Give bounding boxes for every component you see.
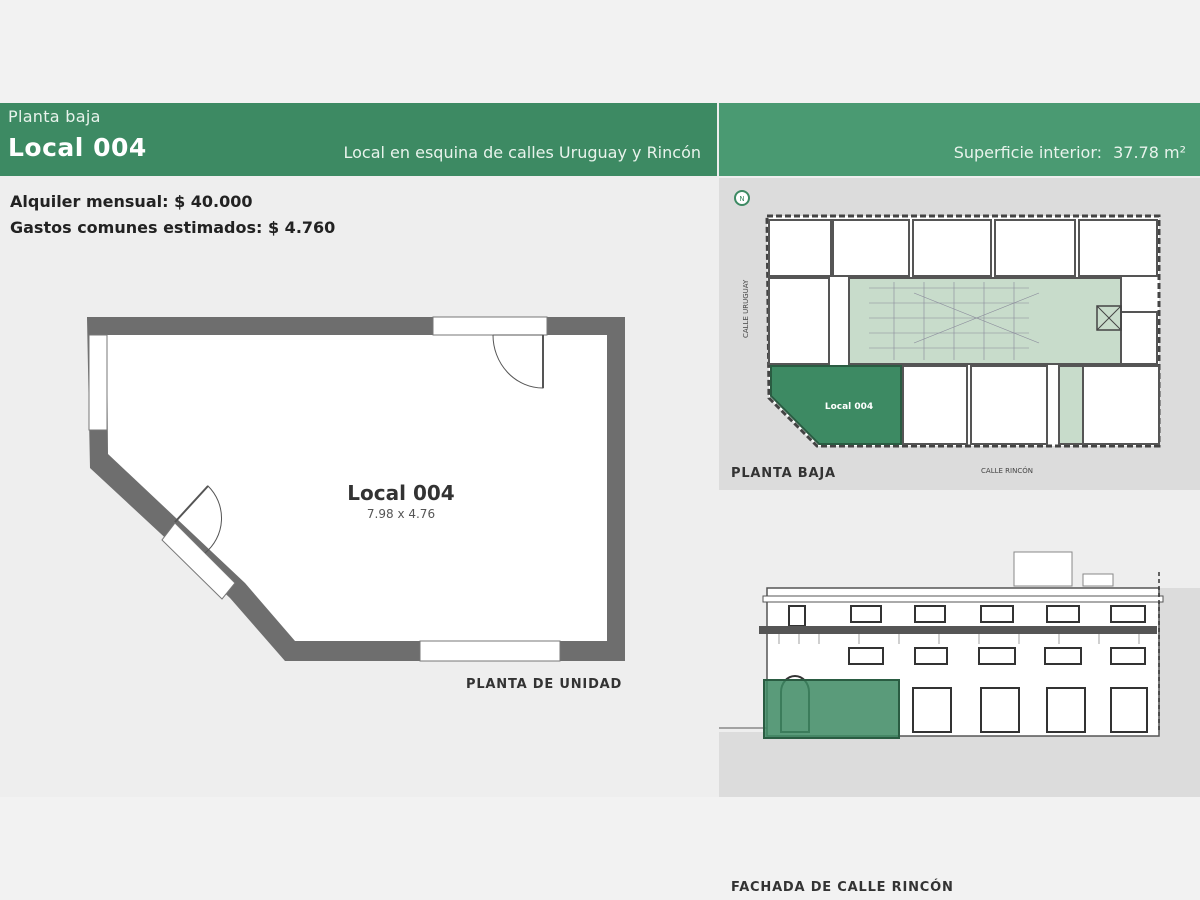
monthly-rent: Alquiler mensual: $ 40.000 — [10, 192, 253, 211]
site-plan-highlight — [770, 365, 902, 445]
site-plan-unit-label: Local 004 — [825, 402, 873, 412]
level-label: Planta baja — [8, 107, 101, 126]
street-rincon: CALLE RINCÓN — [981, 466, 1033, 475]
site-plan-caption: PLANTA BAJA — [731, 466, 836, 481]
unit-plan-caption: PLANTA DE UNIDAD — [466, 677, 623, 692]
unit-floor — [107, 335, 607, 641]
area-value: 37.78 m² — [1113, 143, 1186, 162]
facade-panel: FACHADA DE CALLE RINCÓN — [719, 492, 1200, 895]
facade-highlight — [763, 679, 900, 739]
north-arrow-icon — [734, 190, 750, 206]
unit-floor-plan: Local 004 7.98 x 4.76 — [87, 316, 625, 662]
unit-plan-dimensions: 7.98 x 4.76 — [367, 507, 435, 521]
unit-plan-label: Local 004 — [347, 481, 454, 505]
common-expenses: Gastos comunes estimados: $ 4.760 — [10, 218, 336, 237]
floor-plan-sheet: Planta baja Local 004 Local en esquina d… — [0, 103, 1200, 895]
facade-drawing — [719, 551, 1200, 797]
north-label: N — [739, 195, 744, 203]
site-plan-panel: Local 004 N CALLE URUGUAY CALLE RINCÓN P… — [719, 178, 1200, 490]
street-uruguay: CALLE URUGUAY — [742, 279, 750, 338]
header-right: Superficie interior: 37.78 m² — [719, 103, 1200, 176]
header-left: Planta baja Local 004 Local en esquina d… — [0, 103, 717, 176]
interior-area: Superficie interior: 37.78 m² — [954, 143, 1186, 162]
unit-title: Local 004 — [8, 133, 147, 162]
area-label: Superficie interior: — [953, 143, 1103, 162]
facade-caption: FACHADA DE CALLE RINCÓN — [731, 880, 954, 895]
site-plan-drawing: Local 004 N CALLE URUGUAY CALLE RINCÓN — [719, 178, 1200, 490]
unit-description: Local en esquina de calles Uruguay y Rin… — [343, 143, 702, 162]
